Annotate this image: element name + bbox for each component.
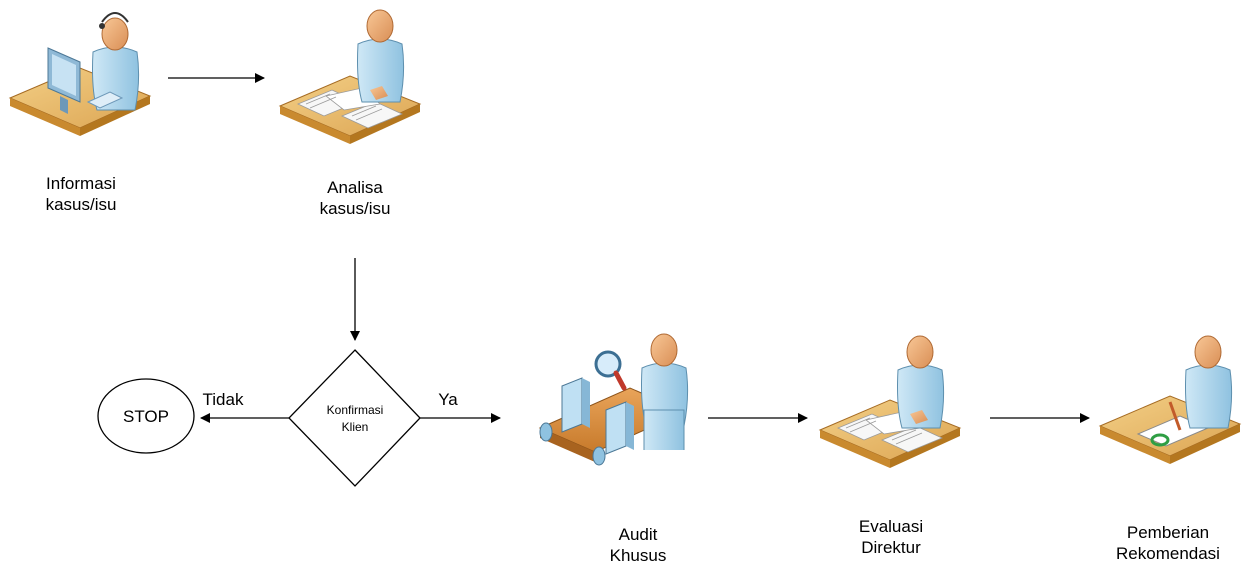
recommendation-label-line2: Rekomendasi — [1116, 544, 1220, 563]
info-label-line2: kasus/isu — [45, 195, 117, 214]
evaluation-label-line1: Evaluasi — [858, 517, 924, 536]
evaluation-label: Evaluasi Direktur — [811, 516, 971, 558]
person-signing-document-icon — [1098, 335, 1242, 464]
edge-label-yes: Ya — [438, 390, 458, 409]
person-reviewing-documents-icon — [819, 335, 961, 469]
edge-label-no: Tidak — [202, 390, 244, 409]
operator-at-computer-icon — [8, 12, 152, 136]
stop-label: STOP — [123, 407, 169, 426]
decision-diamond — [288, 349, 421, 487]
info-label: Informasi kasus/isu — [1, 173, 161, 215]
decision-label: Konfirmasi Klien — [275, 402, 435, 436]
audit-label-line1: Audit — [618, 525, 658, 544]
stop-terminal — [97, 378, 195, 454]
evaluation-label-line2: Direktur — [861, 538, 921, 557]
decision-label-line1: Konfirmasi — [326, 403, 384, 417]
recommendation-label: Pemberian Rekomendasi — [1088, 522, 1248, 564]
audit-label-line2: Khusus — [609, 546, 667, 565]
analysis-label-line1: Analisa — [327, 178, 383, 197]
inspector-conveyor-icon — [538, 333, 689, 466]
recommendation-label-line1: Pemberian — [1126, 523, 1210, 542]
decision-label-line2: Klien — [341, 420, 369, 434]
person-reviewing-documents-icon — [279, 9, 421, 145]
audit-label: Audit Khusus — [558, 524, 718, 566]
analysis-label-line2: kasus/isu — [319, 199, 391, 218]
analysis-label: Analisa kasus/isu — [275, 177, 435, 219]
info-label-line1: Informasi — [46, 174, 116, 193]
